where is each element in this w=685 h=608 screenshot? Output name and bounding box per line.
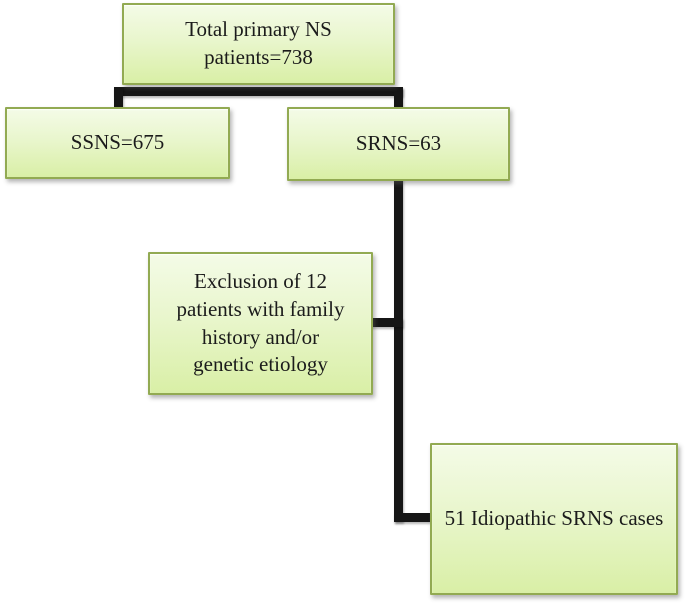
connector-total-to-ssns	[114, 87, 123, 113]
node-srns-label: SRNS=63	[355, 131, 442, 156]
node-srns: SRNS=63	[287, 107, 510, 181]
node-ssns-label: SSNS=675	[70, 130, 165, 155]
node-idiopathic-srns-label: 51 Idiopathic SRNS cases	[444, 506, 664, 531]
node-ssns: SSNS=675	[5, 107, 230, 179]
node-total-primary-ns-label: Total primary NS patients=738	[185, 17, 332, 69]
node-idiopathic-srns: 51 Idiopathic SRNS cases	[430, 443, 678, 595]
connector-srns-vertical	[394, 87, 403, 522]
connector-srns-to-idiopathic	[394, 513, 438, 522]
node-exclusion-label: Exclusion of 12 patients with family his…	[176, 269, 345, 377]
connector-total-children-hbar	[114, 87, 403, 96]
node-total-primary-ns: Total primary NS patients=738	[122, 3, 395, 85]
node-exclusion: Exclusion of 12 patients with family his…	[148, 252, 373, 395]
connector-srns-to-exclusion	[370, 318, 403, 327]
